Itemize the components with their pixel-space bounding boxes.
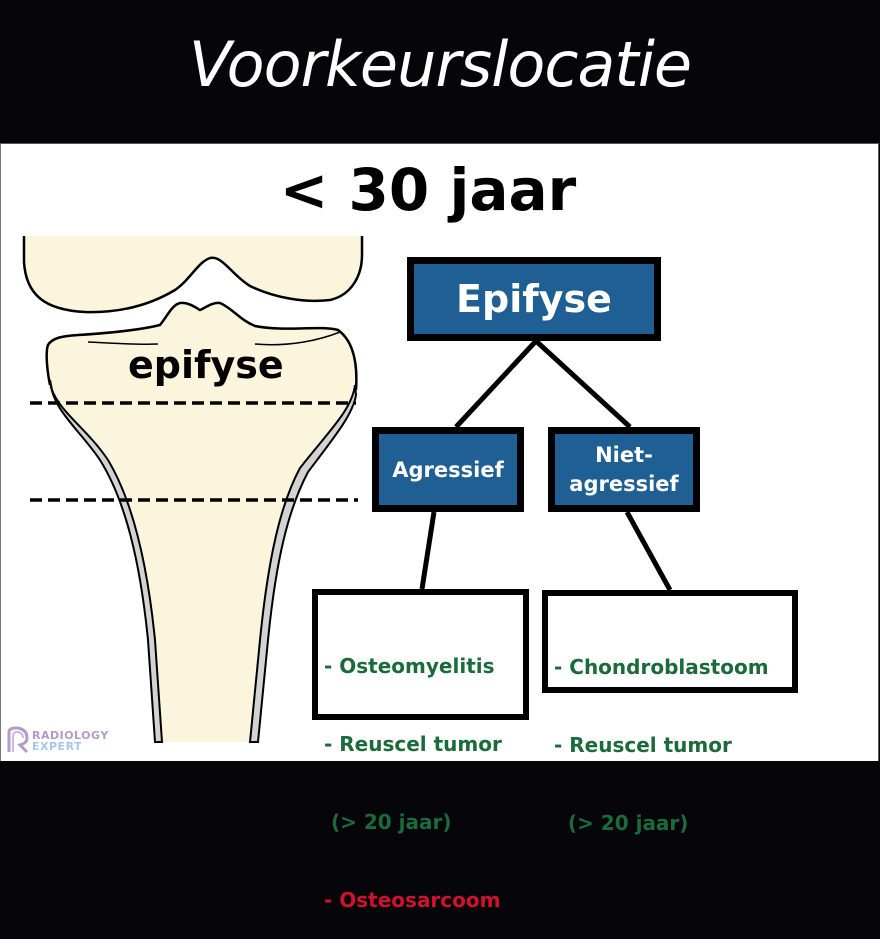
age-subtitle: < 30 jaar [279,156,577,224]
connector-right-list [624,510,673,592]
list-item: - Osteosarcoom [324,888,501,912]
node-agressief-label: Agressief [392,457,504,482]
list-item: (> 20 jaar) [324,810,452,834]
bone-illustration [22,236,673,743]
list-item: (> 20 jaar) [554,811,689,835]
non-aggressive-diagnosis-list: - Chondroblastoom - Reuscel tumor (> 20 … [542,590,798,835]
list-item: - Reuscel tumor [324,732,502,756]
connector-root-right [534,339,632,429]
epifyse-region-label: epifyse [128,343,284,387]
connector-root-left [454,339,538,429]
list-item: - Osteomyelitis [324,654,495,678]
node-niet-agressief: Niet- agressief [548,427,700,512]
femur-condyles [24,236,362,313]
radiology-expert-watermark: RADIOLOGY EXPERT [6,726,116,756]
watermark-line1: RADIOLOGY [32,729,109,742]
node-niet-agressief-line2: agressief [569,471,679,496]
radiology-expert-logo-icon [7,726,29,754]
node-niet-agressief-line1: Niet- [595,442,653,467]
root-node-epifyse: Epifyse [407,257,661,341]
root-node-label: Epifyse [456,277,612,321]
connector-left-list [419,511,437,590]
list-item: - Reuscel tumor [554,733,732,757]
tibia [46,302,357,742]
list-item: - Chondroblastoom [554,655,769,679]
slide-title: Voorkeurslocatie [188,28,692,101]
watermark-line2: EXPERT [32,740,83,753]
aggressive-diagnosis-list: - Osteomyelitis - Reuscel tumor (> 20 ja… [312,589,529,912]
node-agressief: Agressief [372,427,524,512]
